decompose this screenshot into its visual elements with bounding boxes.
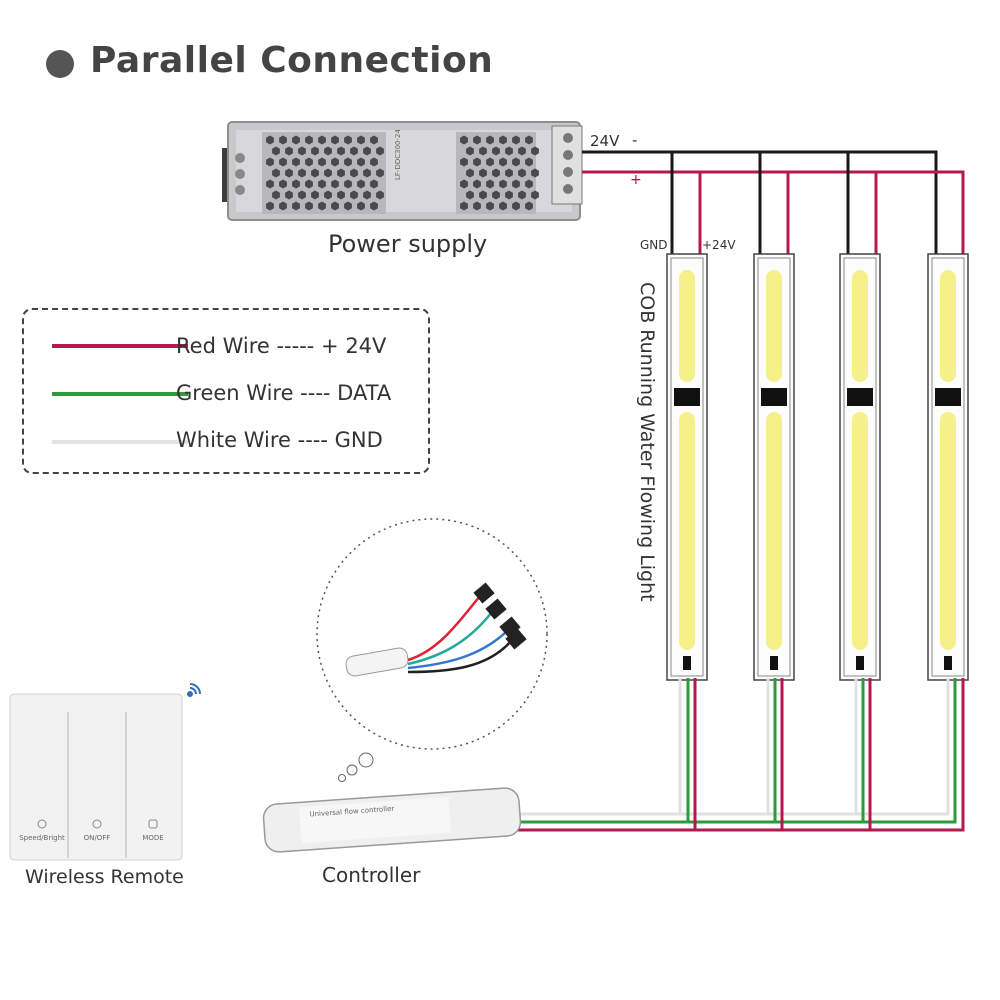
remote-on-off-button: ON/OFF [83,834,111,842]
title-bullet-icon [46,50,74,78]
power-supply-model: LF-DDC300-24 [394,129,402,180]
minus-label: - [632,131,638,149]
controller-caption: Controller [322,863,421,887]
remote-speed-bright-button: Speed/Bright [19,834,65,842]
power-supply-caption: Power supply [328,230,488,258]
power-supply-unit: LF-DDC300-24 [222,121,583,221]
white-wire-swatch [52,440,188,444]
red-wire-swatch [52,344,188,348]
controller-device: Universal flow controller [262,787,522,853]
cob-strip-3 [839,253,881,681]
cob-strip-1 [666,253,708,681]
cob-strip-label: COB Running Water Flowing Light [636,282,658,602]
plus24v-label: +24V [702,238,736,252]
controller-detail-circle [316,518,548,750]
wire-legend: Red Wire ----- + 24V Green Wire ---- DAT… [22,308,430,474]
page-title: Parallel Connection [90,40,494,81]
wireless-remote-device [9,693,183,861]
wireless-signal-icon [187,683,201,697]
remote-mode-button: MODE [142,834,164,842]
cob-strip-4 [927,253,969,681]
gnd-label: GND [640,238,668,252]
wireless-remote-caption: Wireless Remote [25,866,184,888]
cob-strip-2 [753,253,795,681]
voltage-label: 24V [590,132,620,150]
plus-label: + [630,172,642,188]
red-wire-legend-text: Red Wire ----- + 24V [176,334,387,358]
green-wire-legend-text: Green Wire ---- DATA [176,381,392,405]
green-wire-swatch [52,392,188,396]
white-wire-legend-text: White Wire ---- GND [176,428,383,452]
